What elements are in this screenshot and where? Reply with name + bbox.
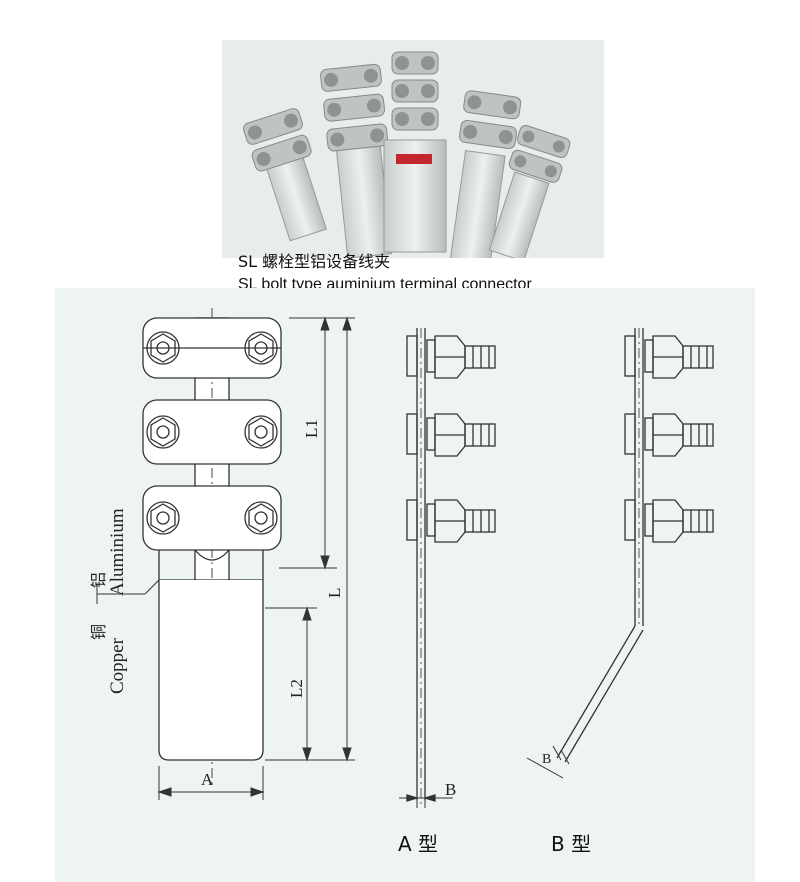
dim-label-b-b-type: B: [542, 752, 552, 767]
bolt-stack-a-2: [406, 413, 496, 457]
technical-drawing-panel: Aluminium 铝 铜 Copper A L1 L L2 B B A 型 B…: [55, 288, 755, 882]
technical-drawing: [96, 308, 714, 808]
bolt-stack-b-1: [624, 335, 714, 379]
connector-1: [243, 108, 327, 242]
bolt-stack-a-3: [406, 499, 496, 543]
connector-3: [383, 51, 447, 253]
dim-label-a: A: [201, 770, 214, 789]
caption-chinese: SL 螺栓型铝设备线夹: [238, 252, 391, 271]
clamp-row-1: [142, 317, 282, 379]
type-label-a: A 型: [398, 832, 439, 856]
dim-label-l2: L2: [287, 679, 306, 698]
connector-5: [488, 125, 571, 262]
label-aluminium: Aluminium: [107, 508, 128, 596]
product-photo: [222, 40, 604, 266]
dim-label-b-a-type: B: [445, 780, 457, 799]
dim-label-l: L: [325, 587, 344, 598]
side-view-a: [399, 328, 496, 808]
label-copper: Copper: [107, 638, 128, 694]
label-aluminium-cn: 铝: [89, 571, 108, 588]
bolt-stack-b-2: [624, 413, 714, 457]
connector-4: [449, 90, 522, 266]
connector-photo-illustration: [243, 51, 571, 266]
bolt-stack-a-1: [406, 335, 496, 379]
clamp-row-3: [142, 485, 282, 551]
clamp-row-2: [142, 399, 282, 465]
label-copper-cn: 铜: [89, 623, 108, 640]
connector-2: [320, 63, 393, 259]
side-view-b: [526, 328, 714, 779]
dim-label-l1: L1: [302, 419, 321, 438]
dimension-lines-front: [96, 316, 355, 800]
red-tag: [396, 154, 432, 164]
front-view: [142, 308, 282, 788]
bolt-stack-b-3: [624, 499, 714, 543]
type-label-b: B 型: [551, 832, 592, 856]
